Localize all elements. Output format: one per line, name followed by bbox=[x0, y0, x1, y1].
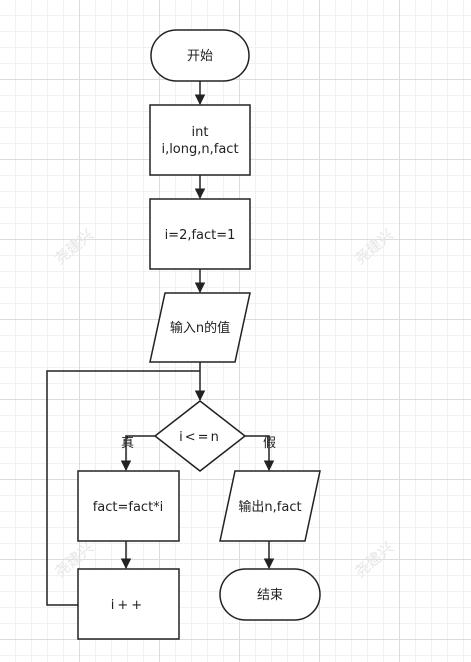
watermark-2: 尧建兴 bbox=[351, 225, 397, 268]
multiply-label: fact=fact*i bbox=[93, 500, 164, 515]
start-node: 开始 bbox=[150, 29, 250, 82]
false-branch-label: 假 bbox=[263, 436, 276, 451]
increment-node: i++ bbox=[77, 568, 180, 640]
edge-loop-back bbox=[46, 370, 200, 606]
end-node: 结束 bbox=[219, 568, 321, 621]
start-label: 开始 bbox=[187, 49, 213, 64]
init-node: i=2,fact=1 bbox=[149, 198, 251, 270]
input-label: 输入n的值 bbox=[170, 320, 230, 336]
output-node: 输出n,fact bbox=[219, 470, 321, 542]
multiply-node: fact=fact*i bbox=[77, 470, 180, 542]
output-label: 输出n,fact bbox=[238, 499, 301, 515]
init-label: i=2,fact=1 bbox=[165, 228, 236, 243]
condition-label: i<=n bbox=[179, 430, 221, 445]
edge-condition-false bbox=[245, 435, 275, 472]
declare-label-line1: int bbox=[192, 125, 209, 140]
declare-label-line2: i,long,n,fact bbox=[161, 142, 238, 157]
end-label: 结束 bbox=[257, 588, 283, 603]
edge-condition-true bbox=[120, 435, 155, 472]
condition-node: i<=n bbox=[153, 400, 247, 472]
input-node: 输入n的值 bbox=[149, 292, 251, 363]
watermark-1: 尧建兴 bbox=[51, 225, 97, 268]
watermark-4: 尧建兴 bbox=[351, 538, 397, 581]
increment-label: i++ bbox=[111, 598, 145, 613]
connectors bbox=[46, 81, 275, 606]
declare-node: int i,long,n,fact bbox=[149, 104, 251, 176]
true-branch-label: 真 bbox=[121, 436, 134, 451]
